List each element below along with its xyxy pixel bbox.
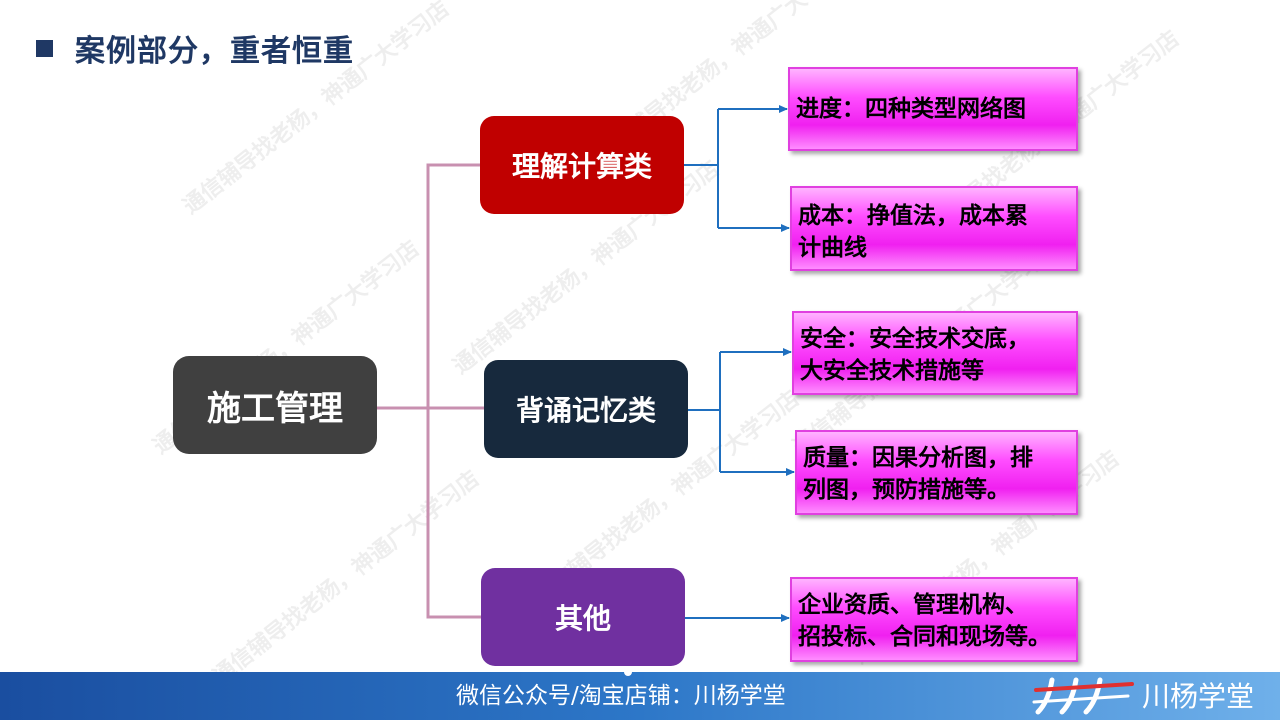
leaf-node-quality: 质量：因果分析图，排 列图，预防措施等。 xyxy=(795,430,1078,515)
category-node-other: 其他 xyxy=(481,568,685,666)
leaf-line: 安全：安全技术交底， xyxy=(800,326,1030,352)
root-connectors xyxy=(377,163,484,619)
mindmap-root-node: 施工管理 xyxy=(173,356,377,454)
category-node-memorization: 背诵记忆类 xyxy=(484,360,688,458)
slide-nav-dot-icon xyxy=(624,668,632,676)
leaf-node-safety: 安全：安全技术交底， 大安全技术措施等 xyxy=(792,311,1078,395)
footer-bar xyxy=(0,672,1280,720)
brand-logo-icon xyxy=(1032,677,1134,715)
leaf-node-other: 企业资质、管理机构、 招投标、合同和现场等。 xyxy=(790,577,1078,662)
footer-caption: 微信公众号/淘宝店铺：川杨学堂 xyxy=(456,683,786,709)
leaf-line: 列图，预防措施等。 xyxy=(803,477,1010,503)
leaf-line: 大安全技术措施等 xyxy=(800,358,984,384)
slide-title: 案例部分，重者恒重 xyxy=(75,34,354,69)
leaf-line: 成本：挣值法，成本累 xyxy=(798,203,1028,229)
root-to-category-3-line xyxy=(426,408,481,619)
leaf-line: 质量：因果分析图，排 xyxy=(803,445,1033,471)
slide-header: 案例部分，重者恒重 xyxy=(36,24,354,72)
root-to-category-1-line xyxy=(426,163,480,408)
square-bullet-icon xyxy=(36,39,53,57)
leaf-line: 计曲线 xyxy=(798,235,867,261)
leaf-node-schedule: 进度：四种类型网络图 xyxy=(788,67,1078,151)
category-node-calculation: 理解计算类 xyxy=(480,116,684,214)
leaf-line: 进度：四种类型网络图 xyxy=(796,96,1026,122)
leaf-line: 招投标、合同和现场等。 xyxy=(798,624,1051,650)
brand-name: 川杨学堂 xyxy=(1142,680,1255,713)
leaf-line: 企业资质、管理机构、 xyxy=(798,592,1028,618)
category-connectors xyxy=(684,105,795,622)
leaf-node-cost: 成本：挣值法，成本累 计曲线 xyxy=(790,186,1078,271)
mindmap-connectors xyxy=(377,105,795,622)
